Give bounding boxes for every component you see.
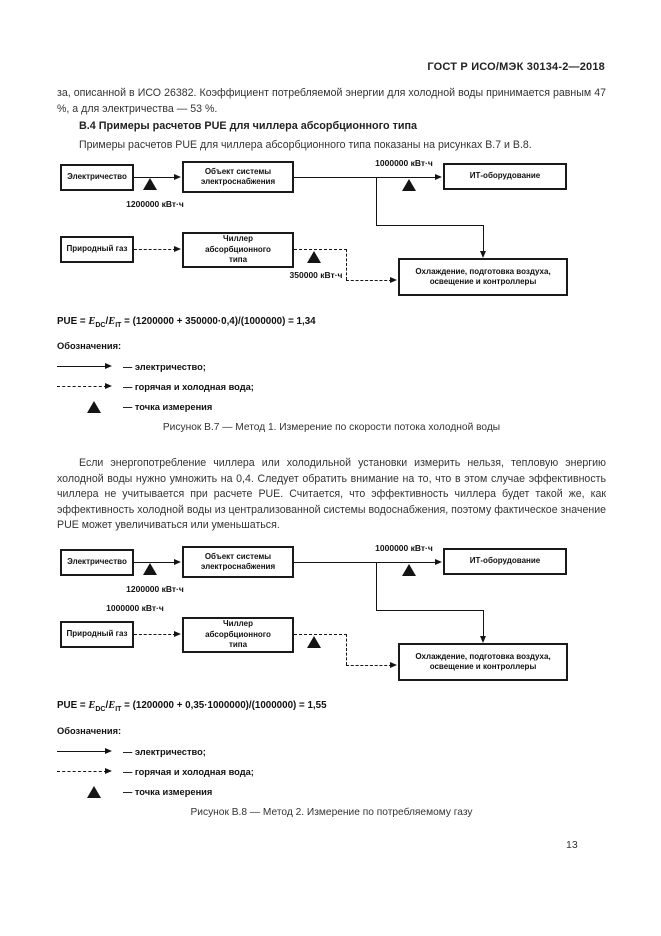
connector-line-dashed	[294, 249, 347, 250]
connector-line-dashed	[134, 249, 176, 250]
connector-line	[483, 610, 484, 641]
intro-paragraph: за, описанной в ИСО 26382. Коэффициент п…	[57, 87, 606, 115]
legend-title: Обозначения:	[57, 726, 122, 736]
legend-item-water: — горячая и холодная вода;	[57, 762, 377, 782]
connector-line	[376, 225, 484, 226]
connector-line	[376, 610, 484, 611]
section-intro-paragraph: Примеры расчетов PUE для чиллера абсорбц…	[79, 139, 532, 151]
pue-formula-fig8: PUE = EDC/EIT = (1200000 + 0,35·1000000)…	[57, 700, 327, 713]
connector-line	[483, 225, 484, 256]
connector-line	[134, 177, 176, 178]
connector-line-dashed	[294, 634, 347, 635]
arrowhead-icon	[174, 173, 181, 180]
measurement-point-icon	[402, 179, 416, 191]
absorption-chiller-box: Чиллер абсорбционного типа	[182, 232, 294, 268]
legend-item-measurement-point: — точка измерения	[57, 782, 377, 802]
cooling-box: Охлаждение, подготовка воздуха, освещени…	[398, 258, 568, 296]
legend-item-water: — горячая и холодная вода;	[57, 377, 377, 397]
connector-line-dashed	[134, 634, 176, 635]
arrowhead-icon	[435, 558, 442, 565]
connector-line	[376, 177, 377, 225]
arrowhead-icon	[479, 636, 486, 643]
pue-formula-fig7: PUE = EDC/EIT = (1200000 + 350000·0,4)/(…	[57, 316, 316, 329]
arrowhead-icon	[435, 173, 442, 180]
measurement-point-icon	[402, 564, 416, 576]
figure-b7-diagram: Электричество Объект системы электроснаб…	[57, 158, 606, 298]
connector-line-dashed	[346, 249, 347, 280]
solid-arrow-icon	[57, 360, 117, 374]
connector-line-dashed	[346, 634, 347, 665]
arrowhead-icon	[174, 245, 181, 252]
natural-gas-box: Природный газ	[60, 236, 134, 263]
legend-item-measurement-point: — точка измерения	[57, 397, 377, 417]
legend-title: Обозначения:	[57, 341, 122, 351]
it-equipment-box: ИТ-оборудование	[443, 163, 567, 190]
figure-b8-caption: Рисунок В.8 — Метод 2. Измерение по потр…	[190, 807, 473, 818]
electricity-box: Электричество	[60, 164, 134, 191]
page-number: 13	[566, 839, 578, 851]
measurement-point-icon	[307, 636, 321, 648]
triangle-icon	[57, 785, 117, 799]
electricity-meter-label: 1200000 кВт·ч	[126, 584, 184, 594]
measurement-point-icon	[143, 178, 157, 190]
electricity-meter-label: 1200000 кВт·ч	[126, 199, 184, 209]
measurement-point-icon	[143, 563, 157, 575]
electricity-box: Электричество	[60, 549, 134, 576]
natural-gas-box: Природный газ	[60, 621, 134, 648]
gas-meter-label: 1000000 кВт·ч	[106, 603, 164, 613]
connector-line	[294, 562, 435, 563]
it-meter-label: 1000000 кВт·ч	[375, 543, 433, 553]
absorption-chiller-box: Чиллер абсорбционного типа	[182, 617, 294, 653]
chiller-meter-label: 350000 кВт·ч	[289, 270, 343, 280]
cooling-box: Охлаждение, подготовка воздуха, освещени…	[398, 643, 568, 681]
dashed-arrow-icon	[57, 765, 117, 779]
figure-b7-caption: Рисунок В.7 — Метод 1. Измерение по скор…	[162, 422, 501, 433]
middle-paragraph: Если энергопотребление чиллера или холод…	[57, 457, 606, 532]
legend-item-electricity: — электричество;	[57, 742, 377, 762]
connector-line-dashed	[346, 280, 392, 281]
measurement-point-icon	[307, 251, 321, 263]
arrowhead-icon	[174, 630, 181, 637]
connector-line-dashed	[346, 665, 392, 666]
dashed-arrow-icon	[57, 380, 117, 394]
arrowhead-icon	[390, 661, 397, 668]
section-heading: В.4 Примеры расчетов PUE для чиллера абс…	[79, 120, 418, 132]
connector-line	[376, 562, 377, 610]
legend-item-electricity: — электричество;	[57, 357, 377, 377]
power-supply-box: Объект системы электроснабжения	[182, 161, 294, 193]
solid-arrow-icon	[57, 745, 117, 759]
legend-fig8: — электричество; — горячая и холодная во…	[57, 742, 377, 802]
arrowhead-icon	[390, 276, 397, 283]
document-header: ГОСТ Р ИСО/МЭК 30134-2—2018	[427, 61, 605, 73]
legend-fig7: — электричество; — горячая и холодная во…	[57, 357, 377, 417]
connector-line	[134, 562, 176, 563]
figure-b8-diagram: Электричество Объект системы электроснаб…	[57, 543, 606, 683]
arrowhead-icon	[174, 558, 181, 565]
it-meter-label: 1000000 кВт·ч	[375, 158, 433, 168]
triangle-icon	[57, 400, 117, 414]
power-supply-box: Объект системы электроснабжения	[182, 546, 294, 578]
arrowhead-icon	[479, 251, 486, 258]
it-equipment-box: ИТ-оборудование	[443, 548, 567, 575]
connector-line	[294, 177, 435, 178]
